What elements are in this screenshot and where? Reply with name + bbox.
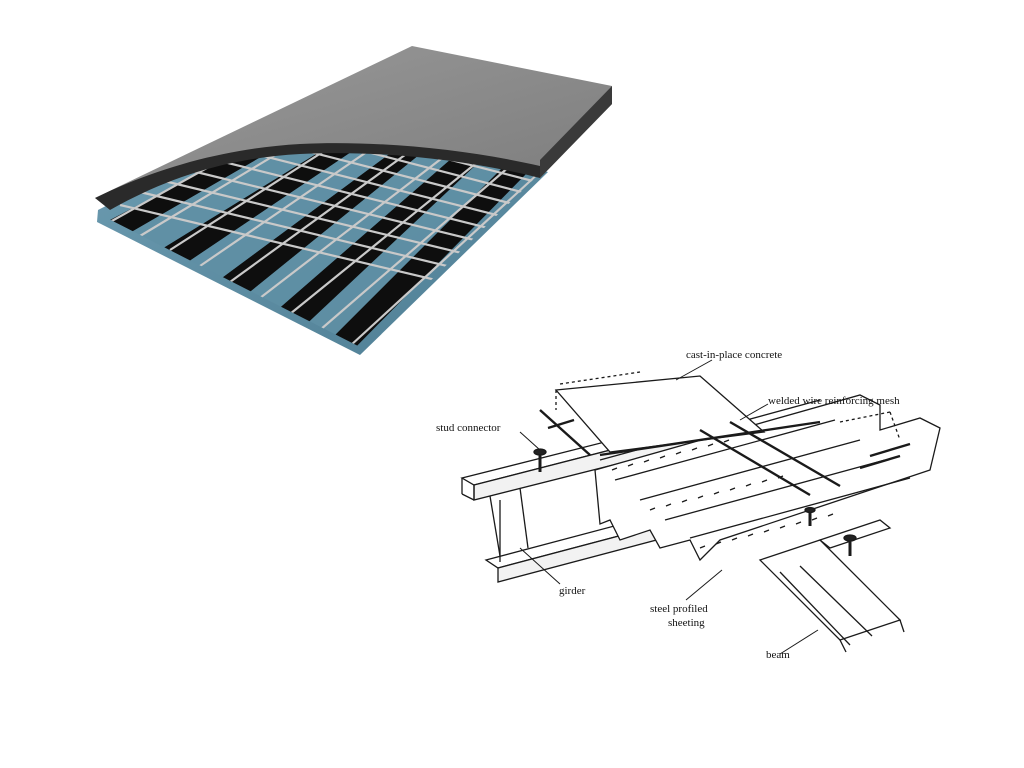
stud-connectors <box>533 448 857 556</box>
composite-slab-render <box>95 46 612 355</box>
cast-in-place-concrete-drawing <box>554 371 901 453</box>
concrete-slab-edge <box>540 86 612 178</box>
label-girder: girder <box>559 585 586 597</box>
beam-drawing <box>758 519 905 653</box>
label-welded-wire-mesh: welded wire reinforcing mesh <box>768 395 900 407</box>
diagram-labels: cast-in-place concrete welded wire reinf… <box>436 349 900 661</box>
leader-lines <box>519 359 819 655</box>
welded-wire-mesh-drawing <box>539 409 911 497</box>
label-stud-connector: stud connector <box>436 422 501 434</box>
composite-floor-line-diagram <box>460 359 941 655</box>
label-steel-profiled-line1: steel profiled <box>650 603 708 615</box>
label-beam: beam <box>766 649 790 661</box>
concrete-slab-top <box>95 46 612 200</box>
label-steel-profiled-line2: sheeting <box>668 617 705 629</box>
label-cast-in-place-concrete: cast-in-place concrete <box>686 349 782 361</box>
concrete-cut-edge <box>95 143 540 210</box>
